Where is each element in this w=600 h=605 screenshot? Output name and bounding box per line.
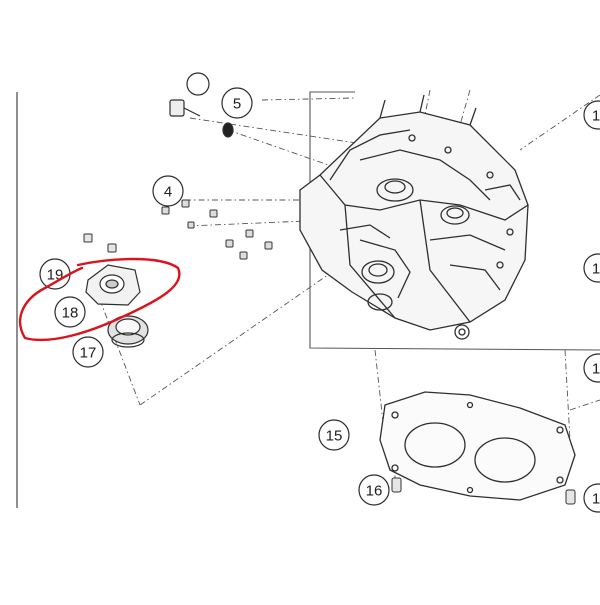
dowel-part: [391, 477, 576, 505]
head-gasket-part: [379, 391, 576, 501]
callout-circle-top-cut: [186, 72, 210, 96]
cylinder-head-drawing: [299, 94, 529, 340]
callout-18: 18: [62, 305, 79, 322]
callout-17: 17: [80, 345, 97, 362]
red-highlight-circle: [18, 257, 181, 342]
callout-15: 15: [326, 428, 343, 445]
thermostat-housing-part: [85, 264, 141, 306]
callout-5: 5: [233, 96, 241, 113]
callout-1-low: 1: [592, 361, 600, 378]
callout-circle-18: [54, 296, 86, 328]
callout-19: 19: [47, 267, 64, 284]
callout-circle-1b: [583, 253, 600, 283]
callout-circle-16: [358, 474, 390, 506]
callout-circle-4: [152, 175, 184, 207]
callout-circle-17: [72, 336, 104, 368]
bolt-part: [169, 99, 234, 138]
screws-part: [83, 233, 117, 253]
callout-circle-15: [318, 419, 350, 451]
callout-1-mid: 1: [592, 261, 600, 278]
callout-circles: [39, 72, 600, 513]
callout-4: 4: [164, 184, 172, 201]
nut-set-part: [161, 199, 273, 260]
callout-circle-1a: [583, 100, 600, 130]
callout-circle-1c: [583, 353, 600, 383]
callout-circle-1d: [583, 483, 600, 513]
callout-1-top: 1: [592, 108, 600, 125]
callout-circle-5: [221, 87, 253, 119]
callout-1-bottom: 1: [592, 491, 600, 508]
callout-16: 16: [366, 483, 383, 500]
thermostat-part: [107, 315, 149, 348]
